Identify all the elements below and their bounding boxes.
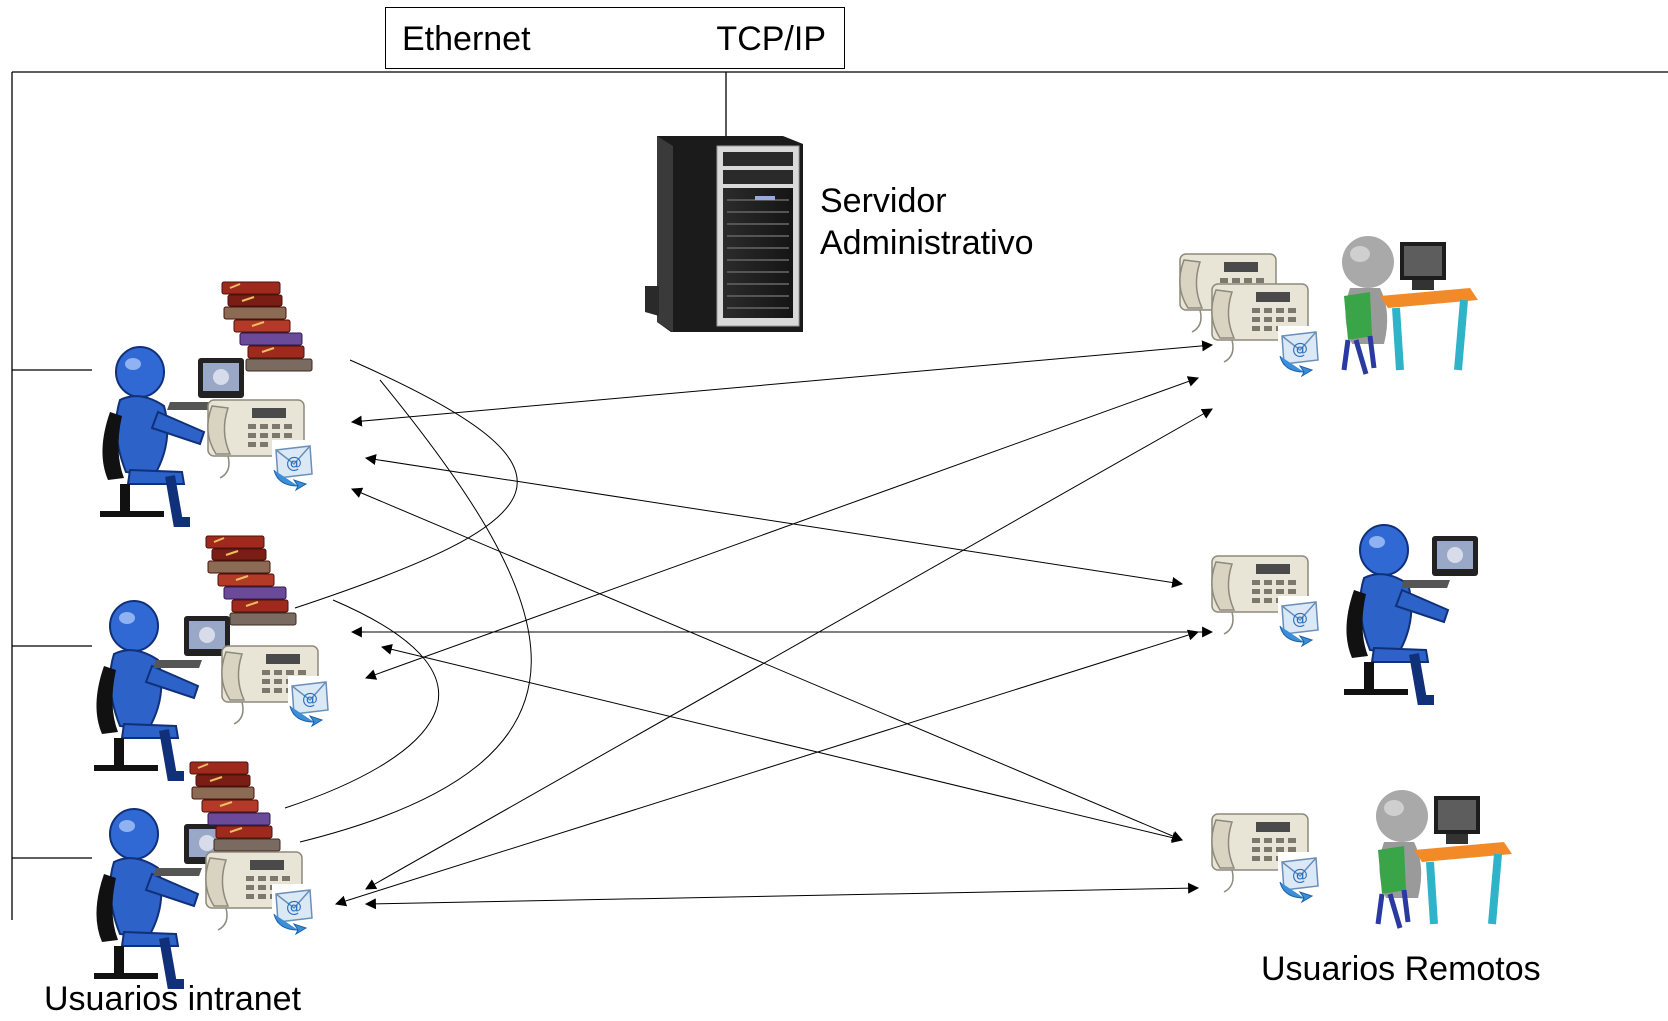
server-label: Servidor Administrativo [820,180,1034,264]
intranet-user-2 [94,535,331,776]
link-arrow [350,340,1214,427]
email-icon [271,439,315,491]
network-backbone [11,71,1668,920]
3d-person-at-desk-icon [1342,236,1478,374]
network-protocol-box: Ethernet TCP/IP [385,7,845,69]
intranet-user-3 [94,761,315,984]
3d-person-at-desk-icon [1376,790,1512,928]
intranet-users-label: Usuarios intranet [44,980,302,1018]
intranet-user-1 [100,281,315,522]
books-link-curve [284,599,440,809]
remote-users-label: Usuarios Remotos [1261,950,1541,988]
user-at-computer-icon [94,809,198,984]
remote-user-1 [1179,236,1478,377]
books-link-curve [294,359,518,609]
email-icon [1277,851,1321,903]
email-icon [287,675,331,727]
link-arrow [364,454,1184,588]
email-icon [1277,325,1321,377]
server-tower-icon [645,136,803,332]
remote-user-2 [1211,525,1478,700]
books-stack-icon [221,281,313,372]
connection-lines [284,340,1214,910]
email-icon [271,883,315,935]
remote-user-3 [1211,790,1512,928]
email-icon [1277,595,1321,647]
tcp-ip-label: TCP/IP [716,20,826,58]
server-label-line1: Servidor [820,182,947,220]
books-stack-icon [205,535,297,626]
ethernet-label: Ethernet [402,20,531,58]
link-arrow [380,643,1184,844]
link-arrow [350,487,1184,842]
link-arrow [364,376,1200,680]
user-at-computer-icon [100,347,204,522]
server-label-line2: Administrativo [820,224,1034,262]
books-link-curve [299,379,532,843]
link-arrow [334,629,1200,907]
user-at-computer-icon [94,601,198,776]
link-arrow [364,882,1200,910]
